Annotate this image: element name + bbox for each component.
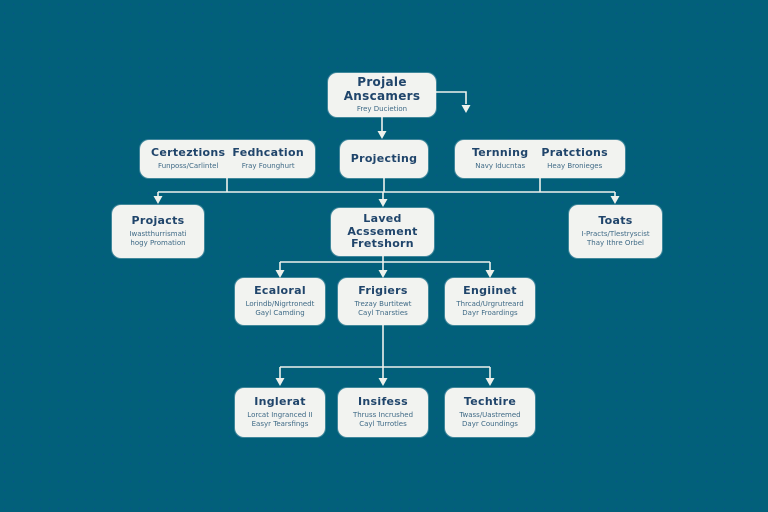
node-title: Certeztions (151, 145, 226, 159)
node-subtitle: I-Practs/Tlestryscist (581, 229, 650, 238)
node-subtitle: Frey Ducietion (356, 105, 408, 114)
node-inglerat: Inglerat Lorcat Ingranced II Easyr Tears… (235, 388, 325, 437)
node-title: Techtire (463, 394, 517, 408)
node-subtitle: Navy Iducntas (475, 161, 526, 170)
arrowhead-down-icon (610, 196, 620, 204)
node-laved: Laved Acssement Fretshorn (331, 208, 434, 256)
arrowhead-down-icon (378, 378, 388, 386)
node-subtitle: Funposs/Carlintel (158, 161, 219, 170)
connector-root-right-elbow (436, 91, 467, 104)
node-title: Insifess (358, 394, 408, 408)
node-title: Engiinet (463, 283, 517, 297)
node-subtitle: hogy Promation (130, 238, 186, 247)
node-title: Projale Anscamers (343, 75, 421, 104)
node-subtitle: Dayr Froardings (462, 308, 518, 317)
node-branch-left: Certeztions Funposs/Carlintel Fedhcation… (140, 140, 315, 178)
node-subtitle: Lorindb/Nigrtronedt (245, 299, 315, 308)
arrowhead-down-icon (461, 105, 471, 113)
arrowhead-down-icon (275, 270, 285, 278)
node-title: Inglerat (254, 394, 306, 408)
node-branch-right: Ternning Navy Iducntas Pratctions Heay B… (455, 140, 625, 178)
node-frigiers: Frigiers Trezay Burtitewt Cayl Tnarsties (338, 278, 428, 325)
node-techtire: Techtire Twass/Uastremed Dayr Coundings (445, 388, 535, 437)
node-subtitle: Easyr Tearsfings (251, 419, 309, 428)
node-subtitle: Fray Founghurt (241, 161, 295, 170)
arrowhead-down-icon (378, 199, 388, 207)
node-subtitle: Lorcat Ingranced II (247, 410, 313, 419)
node-toats: Toats I-Practs/Tlestryscist Thay Ithre O… (569, 205, 662, 258)
node-title: Laved Acssement (347, 211, 418, 238)
node-subtitle: Heay Bronieges (547, 161, 603, 170)
node-subtitle: Cayl Turrotles (359, 419, 407, 428)
branch-cell: Fedhcation Fray Founghurt (232, 145, 304, 171)
arrowhead-down-icon (378, 270, 388, 278)
node-subtitle: Thay Ithre Orbel (587, 238, 644, 247)
node-title: Fedhcation (232, 145, 304, 159)
node-title: Projecting (350, 151, 418, 165)
node-subtitle: Trezay Burtitewt (354, 299, 412, 308)
node-projacts: Projacts Iwastthurrismati hogy Promation (112, 205, 204, 258)
node-title: Frigiers (358, 283, 408, 297)
node-subtitle: Thruss Incrushed (352, 410, 414, 419)
branch-cell: Ternning Navy Iducntas (471, 145, 529, 171)
node-root: Projale Anscamers Frey Ducietion (328, 73, 436, 117)
node-title: Fretshorn (351, 237, 414, 251)
node-projecting: Projecting (340, 140, 428, 178)
node-title: Toats (598, 213, 633, 227)
node-subtitle: Dayr Coundings (462, 419, 518, 428)
node-title: Ternning (471, 145, 529, 159)
arrowhead-down-icon (275, 378, 285, 386)
branch-cell: Certeztions Funposs/Carlintel (151, 145, 226, 171)
node-subtitle: Cayl Tnarsties (358, 308, 408, 317)
arrowhead-down-icon (485, 378, 495, 386)
node-engiinet: Engiinet Thrcad/Urgrutreard Dayr Froardi… (445, 278, 535, 325)
node-subtitle: Iwastthurrismati (129, 229, 187, 238)
arrowhead-down-icon (153, 196, 163, 204)
arrowhead-down-icon (377, 131, 387, 139)
node-subtitle: Twass/Uastremed (459, 410, 521, 419)
node-subtitle: Thrcad/Urgrutreard (456, 299, 524, 308)
node-title: Pratctions (541, 145, 609, 159)
node-subtitle: Gayl Camding (255, 308, 305, 317)
node-title: Ecaloral (254, 283, 306, 297)
node-ecaloral: Ecaloral Lorindb/Nigrtronedt Gayl Camdin… (235, 278, 325, 325)
arrowhead-down-icon (485, 270, 495, 278)
node-title: Projacts (131, 213, 185, 227)
node-insifess: Insifess Thruss Incrushed Cayl Turrotles (338, 388, 428, 437)
branch-cell: Pratctions Heay Bronieges (541, 145, 609, 171)
